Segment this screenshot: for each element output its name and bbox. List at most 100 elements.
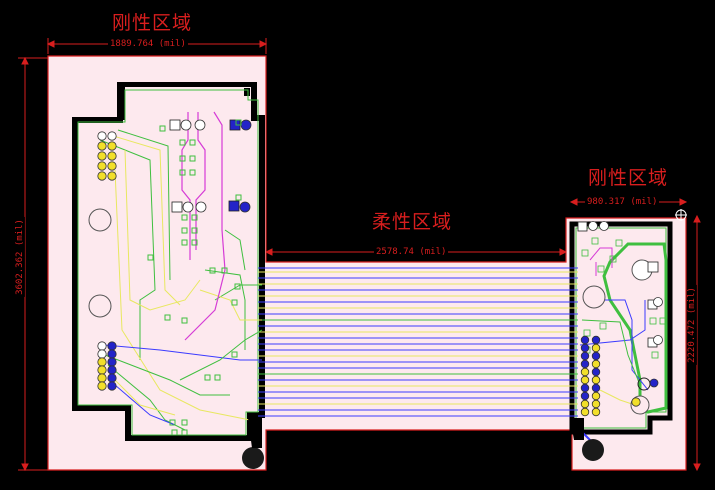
pad <box>580 343 590 353</box>
pad <box>653 335 663 345</box>
smd-pad <box>189 139 196 146</box>
square-pad <box>651 351 659 359</box>
fan-pad <box>637 377 651 391</box>
pad <box>580 335 590 345</box>
pad <box>97 151 107 161</box>
square-pad <box>171 201 183 213</box>
pad <box>107 349 117 359</box>
pad <box>580 375 590 385</box>
square-pad <box>228 200 240 212</box>
pad <box>182 201 194 213</box>
pad <box>591 367 601 377</box>
pad <box>97 357 107 367</box>
smd-pad <box>204 374 211 381</box>
smd-pad <box>181 317 188 324</box>
right-width-dimension: 980.317 (mil) <box>585 197 660 207</box>
pad <box>107 341 117 351</box>
square-pad <box>647 261 659 273</box>
smd-pad <box>214 374 221 381</box>
pad <box>591 375 601 385</box>
pad <box>107 365 117 375</box>
square-pad <box>597 265 605 273</box>
pad <box>240 119 252 131</box>
left-traces <box>99 129 263 431</box>
pad <box>239 201 251 213</box>
smd-pad <box>179 169 186 176</box>
smd-pad <box>159 125 166 132</box>
pad <box>97 161 107 171</box>
right-height-dimension: 2220.472 (mil) <box>686 285 697 365</box>
pad <box>591 335 601 345</box>
pad <box>591 399 601 409</box>
pad <box>107 161 117 171</box>
square-pad <box>591 237 599 245</box>
pad <box>653 297 663 307</box>
smd-pad <box>221 267 228 274</box>
smd-pad <box>147 254 154 261</box>
smd-pad <box>181 227 188 234</box>
square-pad <box>169 119 181 131</box>
pad <box>580 359 590 369</box>
smd-pad <box>181 429 188 436</box>
rigid-region-left-title: 刚性区域 <box>112 12 193 34</box>
square-pad <box>583 329 591 337</box>
stiffener-holes <box>242 439 604 469</box>
pad <box>599 221 609 231</box>
pad <box>649 378 659 388</box>
smd-pad <box>189 155 196 162</box>
smd-pad <box>171 429 178 436</box>
smd-pad <box>179 155 186 162</box>
flex-neck-left <box>248 418 262 448</box>
smd-pad <box>169 419 176 426</box>
pad <box>591 351 601 361</box>
pad <box>591 407 601 417</box>
pad <box>180 119 192 131</box>
pad <box>107 151 117 161</box>
smd-pad <box>181 419 188 426</box>
smd-pad <box>234 283 241 290</box>
pad <box>97 373 107 383</box>
square-pad <box>577 221 588 232</box>
smd-pad <box>191 214 198 221</box>
flex-neck-right <box>570 418 584 440</box>
pad <box>580 351 590 361</box>
smd-pad <box>191 227 198 234</box>
pad <box>580 407 590 417</box>
pad <box>107 171 117 181</box>
origin-marker-icon[interactable] <box>675 209 687 221</box>
square-pad <box>599 322 607 330</box>
flex-trace-group <box>258 267 578 417</box>
flex-region-title: 柔性区域 <box>372 211 453 233</box>
left-width-dimension: 1889.764 (mil) <box>108 39 188 49</box>
pad <box>97 365 107 375</box>
smd-pad <box>231 351 238 358</box>
pad <box>588 221 598 231</box>
pad <box>107 381 117 391</box>
smd-pad <box>235 194 242 201</box>
pad <box>107 373 117 383</box>
pad <box>580 399 590 409</box>
pad <box>195 201 207 213</box>
square-pad <box>615 239 623 247</box>
smd-pad <box>209 267 216 274</box>
pad <box>97 349 107 359</box>
pad <box>591 359 601 369</box>
pad <box>97 381 107 391</box>
smd-pad <box>179 139 186 146</box>
rigid-region-right-title: 刚性区域 <box>588 167 669 189</box>
left-height-dimension: 3602.362 (mil) <box>14 217 25 297</box>
flex-length-dimension: 2578.74 (mil) <box>374 247 449 257</box>
smd-pad <box>164 314 171 321</box>
right-traces <box>574 247 649 441</box>
left-silkscreen <box>77 89 259 436</box>
pad <box>107 131 117 141</box>
smd-pad <box>189 169 196 176</box>
pad <box>631 397 641 407</box>
square-pad <box>581 249 589 257</box>
left-board-edge <box>72 81 265 441</box>
smd-pad <box>181 239 188 246</box>
square-pad <box>649 317 657 325</box>
smd-pad <box>235 119 242 126</box>
